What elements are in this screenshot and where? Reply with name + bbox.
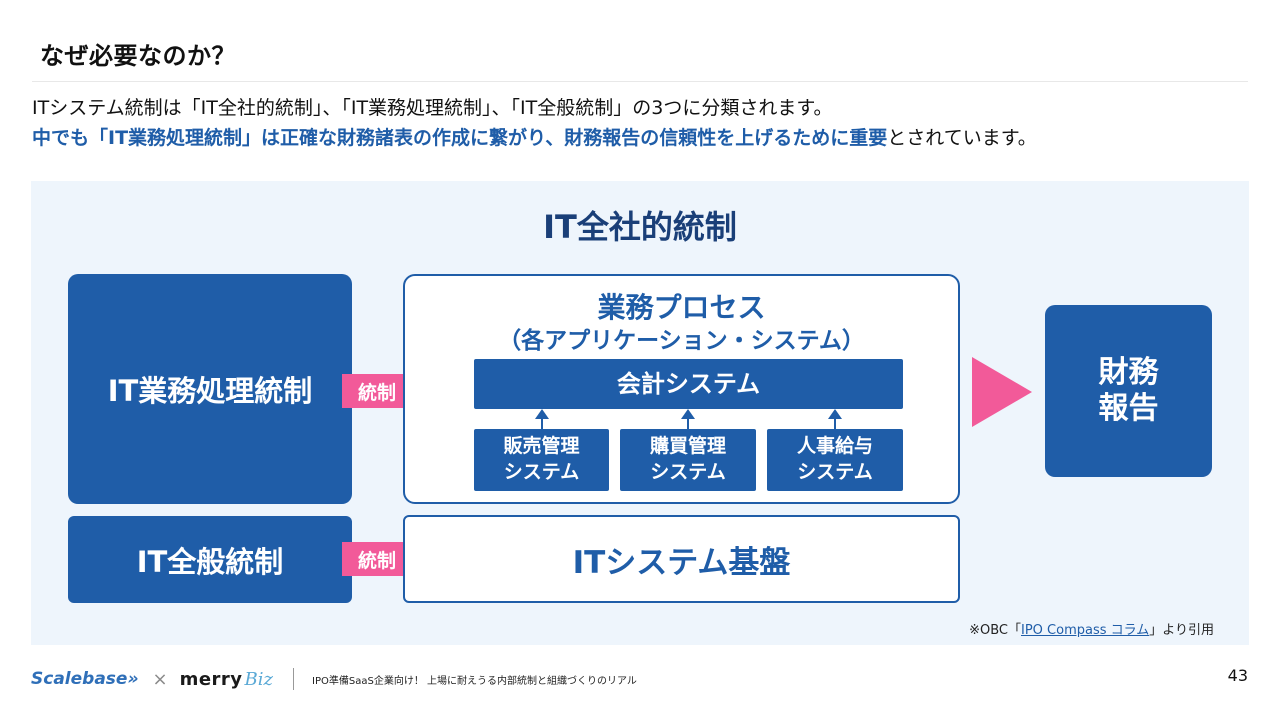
purchase-system-line1: 購買管理 xyxy=(649,435,726,458)
to-financial-report-arrow xyxy=(972,357,1032,427)
hr-system-box: 人事給与システム xyxy=(767,429,903,491)
it-general-control-label: IT全般統制 xyxy=(136,544,284,579)
sales-system-box: 販売管理システム xyxy=(474,429,609,491)
up-arrow-hr xyxy=(828,409,842,429)
lead-text-line1: ITシステム統制は「IT全社的統制」、「IT業務処理統制」、「IT全般統制」の3… xyxy=(32,97,833,119)
purchase-system-line2: システム xyxy=(650,461,726,483)
collab-times-icon: × xyxy=(152,668,168,690)
it-infrastructure-box: ITシステム基盤 xyxy=(403,515,960,603)
financial-report-line1: 財務 xyxy=(1098,355,1159,390)
purchase-system-box: 購買管理システム xyxy=(620,429,756,491)
citation-suffix: 」より引用 xyxy=(1149,623,1214,638)
it-business-control-box: IT業務処理統制 xyxy=(68,274,352,504)
lead-rest: とされています。 xyxy=(887,127,1037,149)
scalebase-logo: Scalebase» xyxy=(31,669,139,689)
citation-note: ※OBC「IPO Compass コラム」より引用 xyxy=(969,619,1214,638)
business-process-title: 業務プロセス xyxy=(597,291,766,324)
citation-prefix: ※OBC「 xyxy=(969,623,1021,638)
it-business-control-label: IT業務処理統制 xyxy=(107,374,313,408)
accounting-system-box: 会計システム xyxy=(474,359,903,409)
up-arrow-sales xyxy=(535,409,549,429)
financial-report-box: 財務報告 xyxy=(1045,305,1212,477)
citation-link[interactable]: IPO Compass コラム xyxy=(1021,623,1150,638)
it-infrastructure-label: ITシステム基盤 xyxy=(572,544,791,581)
financial-report-line2: 報告 xyxy=(1098,391,1159,426)
it-general-control-box: IT全般統制 xyxy=(68,516,352,603)
slide-title: なぜ必要なのか？ xyxy=(40,42,236,70)
footer-caption: IPO準備SaaS企業向け！ 上場に耐えうる内部統制と組織づくりのリアル xyxy=(312,675,637,687)
sales-system-line1: 販売管理 xyxy=(503,435,580,458)
hr-system-line1: 人事給与 xyxy=(796,435,873,458)
control-arrow-2-label: 統制 xyxy=(342,542,412,576)
merrybiz-logo: merry xyxy=(179,668,243,690)
diagram-title: IT全社的統制 xyxy=(543,208,737,246)
lead-text-line2: 中でも「IT業務処理統制」は正確な財務諸表の作成に繋がり、財務報告の信頼性を上げ… xyxy=(32,123,1037,150)
footer-divider xyxy=(293,668,295,690)
sales-system-line2: システム xyxy=(503,461,580,483)
up-arrow-purchase xyxy=(681,409,695,429)
accounting-system-label: 会計システム xyxy=(616,369,761,398)
merrybiz-logo-biz: Biz xyxy=(244,668,274,690)
title-divider xyxy=(32,81,1248,82)
business-process-subtitle: （各アプリケーション・システム） xyxy=(498,328,865,354)
page-number: 43 xyxy=(1227,666,1248,685)
hr-system-line2: システム xyxy=(797,461,873,483)
control-arrow-1-label: 統制 xyxy=(342,374,412,408)
lead-highlight: 中でも「IT業務処理統制」は正確な財務諸表の作成に繋がり、財務報告の信頼性を上げ… xyxy=(32,127,888,149)
